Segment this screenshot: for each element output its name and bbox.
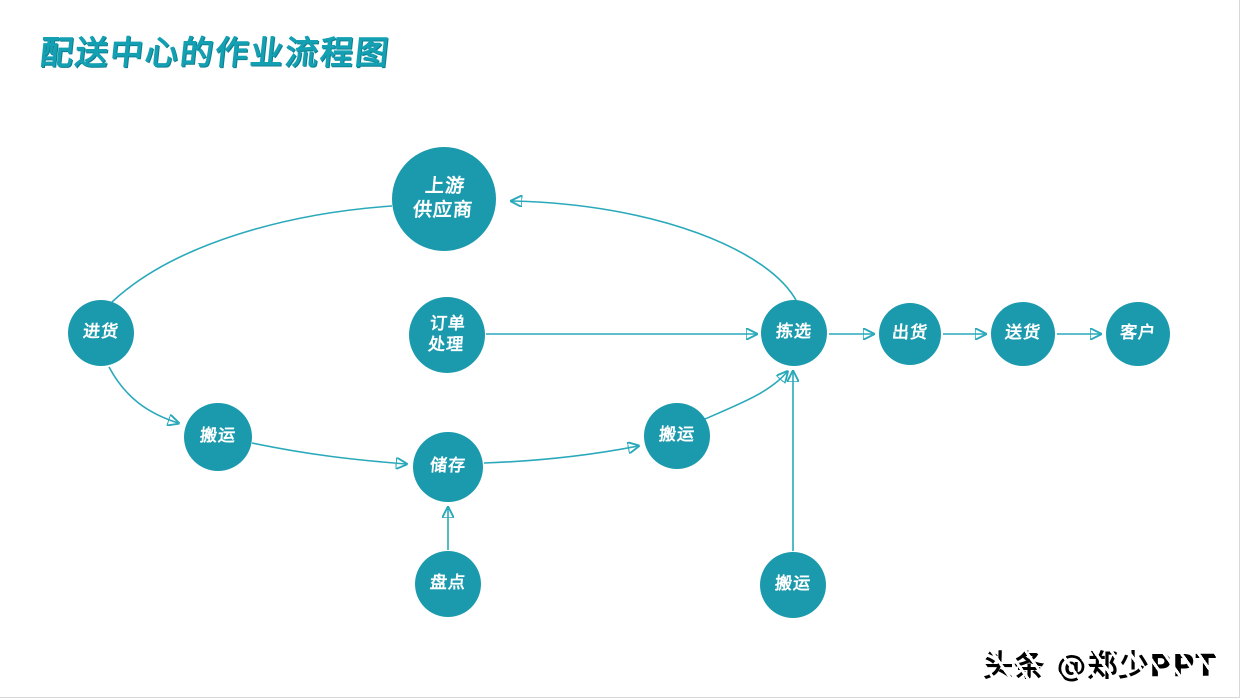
- node-handling-1: 搬运: [184, 403, 252, 471]
- node-delivery: 送货: [991, 302, 1055, 366]
- node-customer: 客户: [1106, 302, 1170, 366]
- node-picking-label: 拣选: [775, 322, 813, 343]
- node-handling-1-label: 搬运: [199, 426, 237, 447]
- node-handling-3-label: 搬运: [774, 574, 812, 595]
- node-storage: 储存: [413, 432, 483, 502]
- node-customer-label: 客户: [1119, 323, 1157, 344]
- arrow-picking-to-supplier: [512, 201, 798, 303]
- arrow-handling2-to-picking: [704, 372, 787, 420]
- node-inventory-label: 盘点: [429, 573, 467, 594]
- node-picking: 拣选: [761, 300, 827, 366]
- node-order-processing-label: 订单 处理: [427, 313, 467, 355]
- node-shipping: 出货: [879, 303, 941, 365]
- node-handling-2-label: 搬运: [658, 425, 696, 446]
- arrow-purchase-to-handling1: [108, 366, 178, 423]
- node-handling-3: 搬运: [760, 552, 826, 618]
- node-supplier-label: 上游 供应商: [412, 175, 474, 221]
- node-purchase: 进货: [68, 300, 134, 366]
- watermark: 头条 @郑少PPT: [983, 641, 1217, 685]
- node-inventory: 盘点: [415, 551, 481, 617]
- arrow-handling1-to-storage: [251, 442, 406, 464]
- node-purchase-label: 进货: [82, 322, 120, 343]
- node-shipping-label: 出货: [891, 323, 929, 344]
- node-delivery-label: 送货: [1004, 323, 1042, 344]
- node-handling-2: 搬运: [644, 403, 710, 469]
- arrow-supplier-to-purchase: [111, 205, 393, 303]
- node-order-processing: 订单 处理: [409, 297, 485, 373]
- node-storage-label: 储存: [429, 456, 467, 477]
- arrow-storage-to-handling2: [483, 446, 638, 464]
- node-supplier: 上游 供应商: [392, 147, 496, 251]
